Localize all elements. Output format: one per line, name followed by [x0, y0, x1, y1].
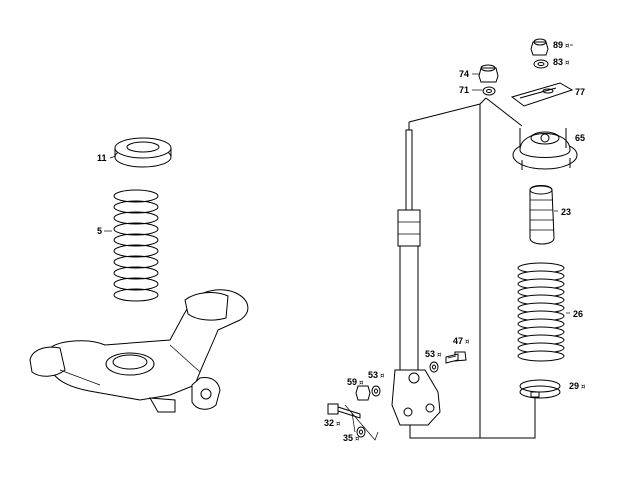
dust-boot-26[interactable]: [517, 262, 565, 362]
spring-coil: [113, 222, 159, 236]
spring-pad[interactable]: [114, 137, 172, 168]
spring-coil: [113, 288, 159, 302]
callout-47[interactable]: 47 ¤: [453, 336, 470, 346]
svg-text:35: 35: [343, 433, 353, 443]
nut-74[interactable]: [478, 64, 499, 83]
callout-35[interactable]: 35 ¤: [343, 433, 360, 443]
spring-coil: [113, 255, 159, 269]
svg-text:5: 5: [97, 226, 102, 236]
callout-29[interactable]: 29 ¤: [569, 381, 586, 391]
nut-89[interactable]: [530, 38, 549, 56]
bump-stop-23[interactable]: [529, 185, 555, 245]
plate-77[interactable]: [510, 82, 574, 107]
svg-text:¤: ¤: [565, 42, 570, 50]
washer-53-left[interactable]: [371, 385, 381, 397]
svg-text:59: 59: [347, 377, 357, 387]
spring-coil: [113, 200, 159, 214]
callout-53-right[interactable]: 53 ¤: [425, 349, 442, 359]
bolt-32[interactable]: [327, 403, 361, 419]
svg-text:11: 11: [97, 153, 107, 163]
callout-23[interactable]: 23: [561, 207, 571, 217]
lower-control-arm[interactable]: [29, 289, 249, 413]
svg-text:32: 32: [324, 418, 334, 428]
svg-text:¤: ¤: [380, 372, 385, 380]
callout-32[interactable]: 32 ¤: [324, 418, 341, 428]
svg-text:47: 47: [453, 336, 463, 346]
coil-spring[interactable]: [113, 189, 159, 302]
spring-coil: [113, 266, 159, 280]
callout-89[interactable]: 89 ¤: [553, 40, 570, 50]
callout-26[interactable]: 26: [573, 309, 583, 319]
svg-text:77: 77: [575, 87, 585, 97]
svg-text:71: 71: [459, 85, 469, 95]
shock-absorber[interactable]: [391, 122, 441, 426]
svg-text:¤: ¤: [336, 420, 341, 428]
callout-74[interactable]: 74: [459, 69, 469, 79]
washer-71[interactable]: [482, 86, 496, 96]
svg-text:¤: ¤: [465, 338, 470, 346]
spring-coil: [113, 189, 159, 203]
spring-coil: [113, 244, 159, 258]
svg-text:26: 26: [573, 309, 583, 319]
svg-text:74: 74: [459, 69, 469, 79]
svg-text:¤: ¤: [355, 435, 360, 443]
strut-mount-65[interactable]: [512, 128, 578, 170]
spring-coil: [113, 211, 159, 225]
svg-text:¤: ¤: [359, 379, 364, 387]
svg-text:¤: ¤: [565, 59, 570, 67]
callout-5[interactable]: 5: [97, 226, 102, 236]
svg-text:53: 53: [425, 349, 435, 359]
callout-71[interactable]: 71: [459, 85, 469, 95]
svg-text:23: 23: [561, 207, 571, 217]
callout-77[interactable]: 77: [575, 87, 585, 97]
spring-coil: [113, 277, 159, 291]
svg-text:¤: ¤: [581, 383, 586, 391]
svg-text:53: 53: [368, 370, 378, 380]
nut-59[interactable]: [355, 385, 371, 401]
callout-59[interactable]: 59 ¤: [347, 377, 364, 387]
svg-text:83: 83: [553, 57, 563, 67]
callout-65[interactable]: 65: [575, 133, 585, 143]
spring-coil: [113, 233, 159, 247]
callout-11[interactable]: 11: [97, 153, 107, 163]
svg-text:¤: ¤: [437, 351, 442, 359]
svg-text:89: 89: [553, 40, 563, 50]
washer-53-right[interactable]: [429, 361, 439, 373]
washer-35[interactable]: [356, 426, 366, 438]
leader-lines: [104, 44, 573, 314]
bolt-47[interactable]: [445, 351, 467, 364]
svg-text:29: 29: [569, 381, 579, 391]
callout-83[interactable]: 83 ¤: [553, 57, 570, 67]
boot-fold: [517, 350, 565, 362]
assembly-bracket-lines: [344, 97, 536, 441]
clamp-29[interactable]: [519, 379, 561, 399]
callout-53-left[interactable]: 53 ¤: [368, 370, 385, 380]
washer-83[interactable]: [533, 59, 549, 69]
svg-text:65: 65: [575, 133, 585, 143]
